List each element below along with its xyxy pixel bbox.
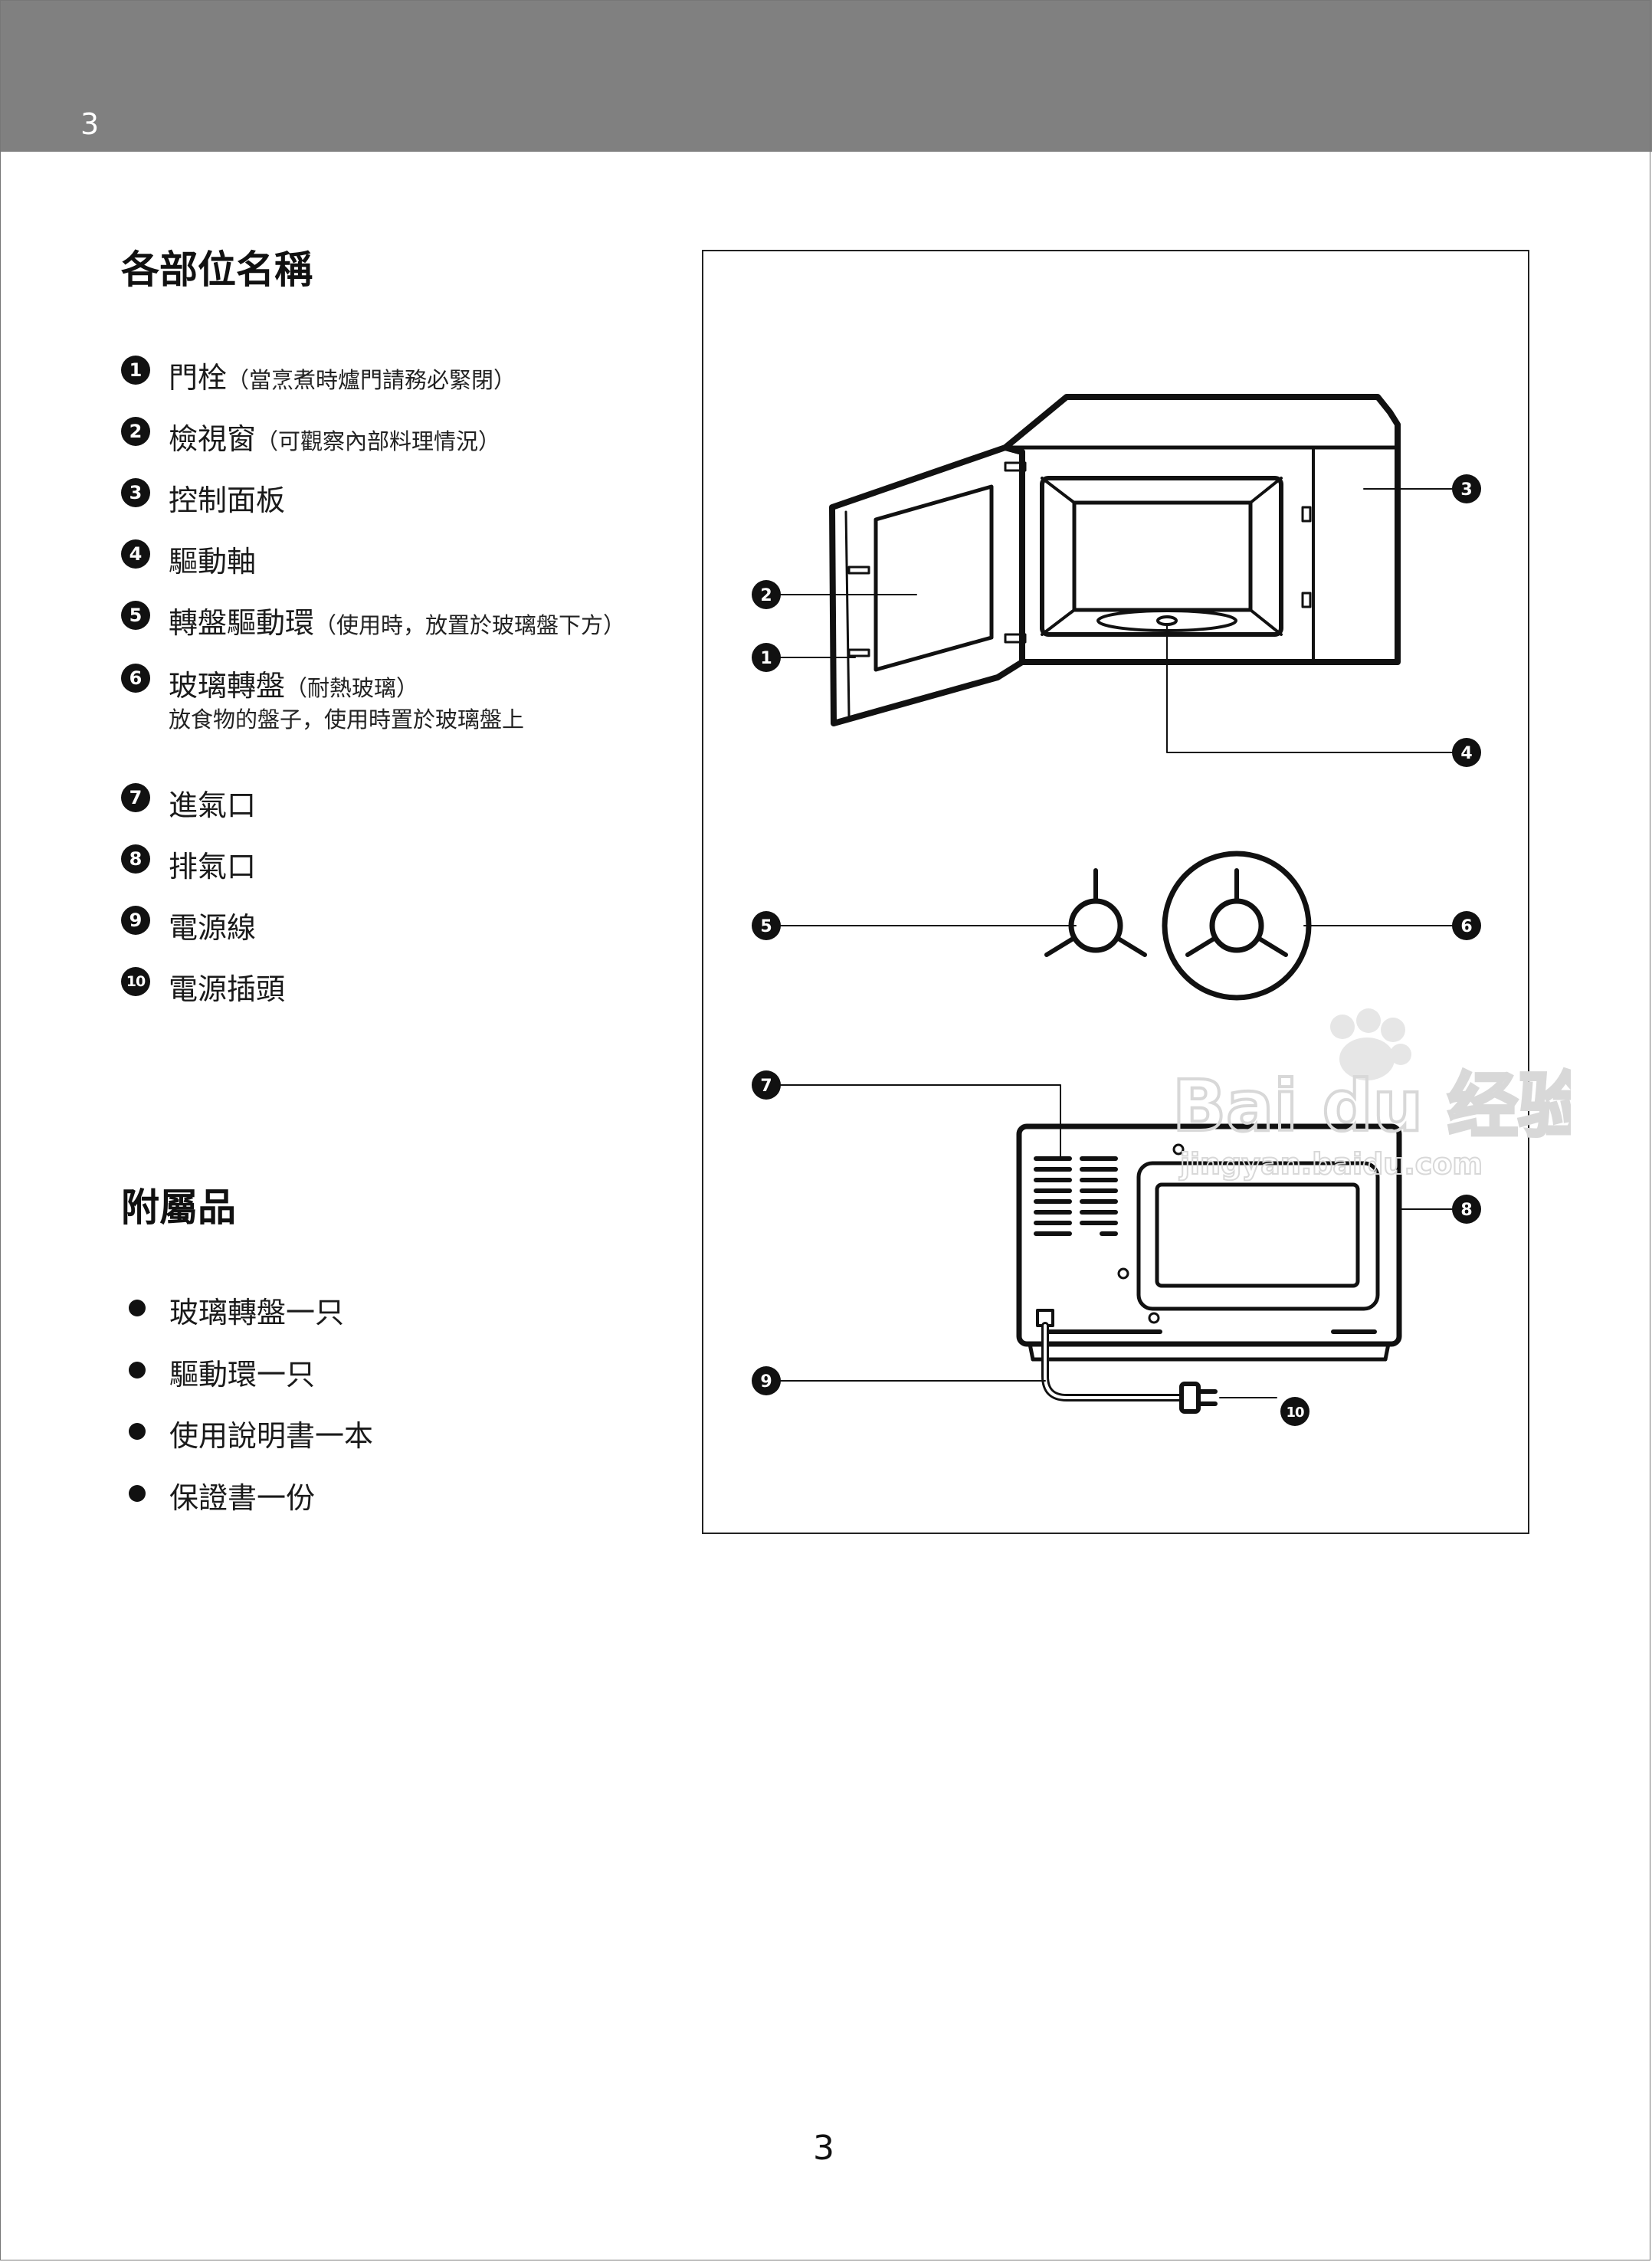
part-description: 放食物的盤子，使用時置於玻璃盤上 xyxy=(169,706,525,733)
watermark-brand: Bai du 经验 xyxy=(1172,1065,1571,1147)
accessory-text: 使用說明書一本 xyxy=(169,1419,374,1453)
vent-slots xyxy=(1034,1156,1118,1236)
part-name: 門栓 xyxy=(169,361,228,395)
bullet-icon xyxy=(129,1362,146,1379)
svg-text:2: 2 xyxy=(760,586,772,605)
part-name: 檢視窗 xyxy=(169,422,257,456)
accessories-section-title: 附屬品 xyxy=(121,1185,236,1230)
parts-section-title: 各部位名稱 xyxy=(121,248,313,292)
microwave-door xyxy=(829,444,1025,726)
part-number-badge: 4 xyxy=(121,539,150,569)
microwave-front-view xyxy=(1002,394,1401,665)
part-number-badge: 6 xyxy=(121,664,150,693)
bullet-icon xyxy=(129,1423,146,1440)
turntable-ring xyxy=(1044,868,1147,957)
accessory-text: 玻璃轉盤一只 xyxy=(169,1296,345,1329)
part-name: 電源線 xyxy=(169,911,257,945)
part-name: 進氣口 xyxy=(169,788,257,822)
bullet-icon xyxy=(129,1485,146,1502)
callout-6: 6 xyxy=(1452,911,1481,940)
callout-2: 2 xyxy=(752,580,781,609)
microwave-diagram: 2 1 3 4 5 6 7 8 9 10 xyxy=(752,394,1481,1426)
accessory-text: 驅動環一只 xyxy=(169,1358,316,1392)
accessory-text: 保證書一份 xyxy=(169,1481,316,1515)
part-note: （耐熱玻璃） xyxy=(285,675,419,701)
footer-page-number: 3 xyxy=(813,2129,834,2168)
svg-text:1: 1 xyxy=(760,649,772,668)
part-note: （可觀察內部料理情況） xyxy=(256,428,501,454)
callout-1: 1 xyxy=(752,643,781,672)
callout-7: 7 xyxy=(752,1070,781,1100)
callout-4: 4 xyxy=(1452,738,1481,767)
svg-text:7: 7 xyxy=(760,1077,772,1096)
svg-text:6: 6 xyxy=(1460,917,1472,936)
part-number-badge: 7 xyxy=(121,783,150,812)
part-number-badge: 8 xyxy=(121,844,150,874)
part-name: 控制面板 xyxy=(169,484,286,517)
header-page-number: 3 xyxy=(80,107,100,141)
header-bar: 3 xyxy=(0,0,1652,152)
part-note: （使用時，放置於玻璃盤下方） xyxy=(314,612,626,638)
bullet-icon xyxy=(129,1300,146,1316)
callout-10: 10 xyxy=(1280,1397,1309,1426)
part-name: 轉盤驅動環 xyxy=(169,606,315,640)
baidu-watermark: Bai du 经验 jingyan.baidu.com xyxy=(1171,1004,1590,1188)
microwave-back-view xyxy=(1016,1123,1402,1362)
callout-3: 3 xyxy=(1452,474,1481,503)
callout-5: 5 xyxy=(752,911,781,940)
svg-text:3: 3 xyxy=(1460,480,1472,500)
part-number-badge: 2 xyxy=(121,417,150,446)
power-plug-icon xyxy=(1179,1382,1201,1414)
part-name: 排氣口 xyxy=(169,850,257,883)
part-number-badge: 10 xyxy=(121,967,150,996)
part-number-badge: 3 xyxy=(121,478,150,507)
callout-8: 8 xyxy=(1452,1195,1481,1224)
callout-9: 9 xyxy=(752,1366,781,1395)
svg-text:8: 8 xyxy=(1460,1201,1472,1220)
watermark-url: jingyan.baidu.com xyxy=(1178,1147,1483,1181)
svg-text:4: 4 xyxy=(1460,744,1472,763)
part-number-badge: 9 xyxy=(121,906,150,935)
glass-turntable xyxy=(1162,851,1312,1001)
part-name: 驅動軸 xyxy=(169,545,257,579)
svg-text:9: 9 xyxy=(760,1372,772,1392)
parts-diagram: 2 1 3 4 5 6 7 8 9 10 xyxy=(702,250,1529,1534)
part-number-badge: 5 xyxy=(121,601,150,630)
part-note: （當烹煮時爐門請務必緊閉） xyxy=(227,367,516,393)
baidu-paw-logo: Bai du 经验 jingyan.baidu.com xyxy=(1171,1008,1590,1182)
part-name: 電源插頭 xyxy=(169,972,286,1006)
svg-text:5: 5 xyxy=(760,917,772,936)
part-number-badge: 1 xyxy=(121,356,150,385)
svg-text:10: 10 xyxy=(1286,1405,1304,1421)
part-name: 玻璃轉盤 xyxy=(169,669,286,703)
